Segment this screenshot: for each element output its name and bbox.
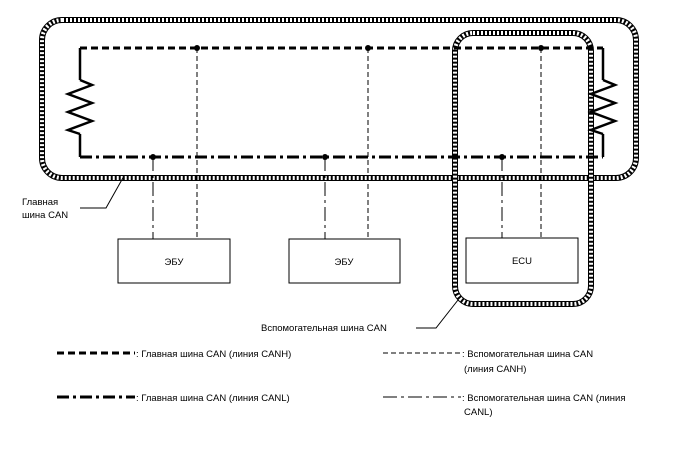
ecu-label: ECU	[512, 256, 532, 267]
ecu-label: ЭБУ	[335, 257, 355, 268]
legend: : Главная шина CAN (линия CANH) : Вспомо…	[57, 349, 625, 418]
legend-label: : Вспомогательная шина CAN	[462, 349, 593, 360]
main-bus-callout: Главная шина CAN	[22, 175, 125, 221]
legend-item-main-canl: : Главная шина CAN (линия CANL)	[57, 393, 290, 404]
aux-bus-canl-branches	[152, 157, 503, 239]
legend-item-aux-canh: : Вспомогательная шина CAN (линия CANH)	[383, 349, 593, 375]
aux-bus-outline	[452, 30, 594, 307]
legend-label: : Главная шина CAN (линия CANH)	[136, 349, 291, 360]
junction-dots	[150, 45, 544, 160]
aux-bus-label: Вспомогательная шина CAN	[261, 323, 387, 334]
ecu-node-1: ЭБУ	[117, 238, 231, 284]
right-terminating-resistor	[587, 48, 619, 157]
ecu-node-3: ECU	[465, 237, 579, 284]
ecu-node-2: ЭБУ	[288, 238, 401, 284]
legend-label: : Вспомогательная шина CAN (линия	[462, 393, 625, 404]
legend-item-main-canh: : Главная шина CAN (линия CANH)	[57, 349, 291, 360]
ecu-label: ЭБУ	[165, 257, 185, 268]
legend-label-cont: (линия CANH)	[464, 364, 526, 375]
left-terminating-resistor	[64, 48, 96, 157]
aux-bus-canh-branches	[196, 48, 542, 239]
main-bus-label-line2: шина CAN	[22, 210, 68, 221]
legend-label-cont: CANL)	[464, 407, 493, 418]
main-bus-label-line1: Главная	[22, 197, 58, 208]
legend-item-aux-canl: : Вспомогательная шина CAN (линия CANL)	[383, 393, 625, 418]
aux-bus-callout: Вспомогательная шина CAN	[261, 299, 459, 334]
main-bus-outline	[39, 17, 639, 181]
legend-label: : Главная шина CAN (линия CANL)	[136, 393, 290, 404]
